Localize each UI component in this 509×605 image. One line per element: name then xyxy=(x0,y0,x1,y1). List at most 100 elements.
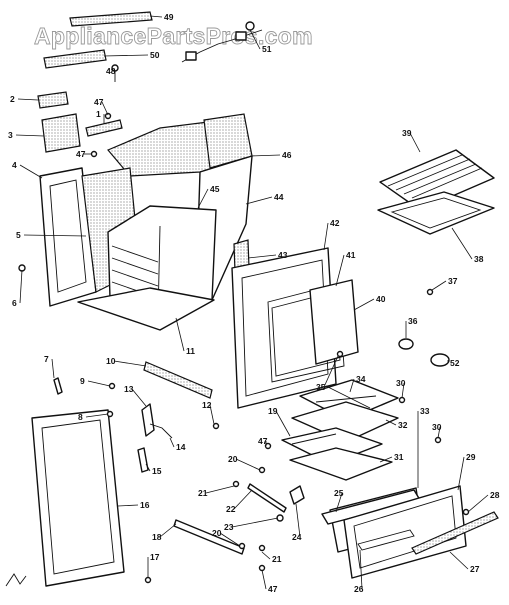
part-3-panel[interactable] xyxy=(41,113,81,153)
callout-2[interactable]: 2 xyxy=(10,94,15,104)
callout-3[interactable]: 3 xyxy=(8,130,13,140)
callout-50[interactable]: 50 xyxy=(150,50,160,60)
part-48-screw[interactable] xyxy=(111,64,119,82)
part-35-screw[interactable] xyxy=(336,350,344,358)
part-11-bottom-panel[interactable] xyxy=(77,287,215,331)
callout-32[interactable]: 32 xyxy=(398,420,408,430)
callout-28[interactable]: 28 xyxy=(490,490,500,500)
part-14-spring[interactable] xyxy=(149,423,173,439)
part-20-screw-b[interactable] xyxy=(238,542,246,550)
callout-31[interactable]: 31 xyxy=(394,452,404,462)
callout-24[interactable]: 24 xyxy=(292,532,302,542)
part-47-screw-a[interactable] xyxy=(104,112,112,120)
callout-33[interactable]: 33 xyxy=(420,406,430,416)
callout-13[interactable]: 13 xyxy=(124,384,134,394)
part-7-clip[interactable] xyxy=(53,377,63,395)
part-17-screw[interactable] xyxy=(144,576,152,584)
callout-30b[interactable]: 30 xyxy=(432,422,442,432)
callout-42[interactable]: 42 xyxy=(330,218,340,228)
part-27-trim-strip[interactable] xyxy=(411,511,499,555)
callout-46[interactable]: 46 xyxy=(282,150,292,160)
part-18-rod[interactable] xyxy=(173,519,245,555)
part-49-top-trim[interactable] xyxy=(69,11,153,27)
part-12-screw[interactable] xyxy=(212,422,220,430)
part-29-drawer-front[interactable] xyxy=(343,485,467,579)
part-8-screw[interactable] xyxy=(106,410,114,418)
callout-47c[interactable]: 47 xyxy=(258,436,268,446)
callout-26[interactable]: 26 xyxy=(354,584,364,594)
part-47-screw-d[interactable] xyxy=(258,564,266,572)
part-26-gasket[interactable] xyxy=(357,529,415,551)
callout-10[interactable]: 10 xyxy=(106,356,116,366)
callout-20b[interactable]: 20 xyxy=(212,528,222,538)
part-21-screw-b[interactable] xyxy=(258,544,266,552)
part-38-broiler-pan[interactable] xyxy=(377,191,495,235)
part-9-screw[interactable] xyxy=(108,382,116,390)
callout-47b[interactable]: 47 xyxy=(76,149,86,159)
callout-7[interactable]: 7 xyxy=(44,354,49,364)
callout-21a[interactable]: 21 xyxy=(198,488,208,498)
callout-18[interactable]: 18 xyxy=(152,532,162,542)
part-31-drawer-base[interactable] xyxy=(289,447,393,481)
part-42-door-outer[interactable] xyxy=(231,247,337,409)
callout-8[interactable]: 8 xyxy=(78,412,83,422)
part-10-kick-plate[interactable] xyxy=(143,361,213,399)
callout-44[interactable]: 44 xyxy=(274,192,284,202)
callout-14[interactable]: 14 xyxy=(176,442,186,452)
callout-45[interactable]: 45 xyxy=(210,184,220,194)
part-37-screw[interactable] xyxy=(426,288,434,296)
callout-12[interactable]: 12 xyxy=(202,400,212,410)
part-30-screw-a[interactable] xyxy=(398,396,406,404)
callout-16[interactable]: 16 xyxy=(140,500,150,510)
callout-4[interactable]: 4 xyxy=(12,160,17,170)
part-22-rod[interactable] xyxy=(247,483,287,513)
callout-34[interactable]: 34 xyxy=(356,374,366,384)
callout-21b[interactable]: 21 xyxy=(272,554,282,564)
part-16-storage-door[interactable] xyxy=(31,409,125,587)
callout-49[interactable]: 49 xyxy=(164,12,174,22)
part-36-knob[interactable] xyxy=(398,338,414,350)
callout-36[interactable]: 36 xyxy=(408,316,418,326)
part-30-screw-b[interactable] xyxy=(434,436,442,444)
part-20-screw-a[interactable] xyxy=(258,466,266,474)
callout-6[interactable]: 6 xyxy=(12,298,17,308)
part-24-bracket[interactable] xyxy=(289,485,305,505)
part-1-bar[interactable] xyxy=(85,119,123,137)
part-13-hinge[interactable] xyxy=(141,403,155,437)
callout-29[interactable]: 29 xyxy=(466,452,476,462)
callout-30a[interactable]: 30 xyxy=(396,378,406,388)
callout-43[interactable]: 43 xyxy=(278,250,288,260)
callout-40[interactable]: 40 xyxy=(376,294,386,304)
part-40-door-inner[interactable] xyxy=(309,279,359,365)
callout-38[interactable]: 38 xyxy=(474,254,484,264)
callout-15[interactable]: 15 xyxy=(152,466,162,476)
callout-9[interactable]: 9 xyxy=(80,376,85,386)
part-47-screw-c[interactable] xyxy=(264,442,272,450)
callout-39[interactable]: 39 xyxy=(402,128,412,138)
callout-41[interactable]: 41 xyxy=(346,250,356,260)
part-52-bulb[interactable] xyxy=(430,353,450,367)
callout-48[interactable]: 48 xyxy=(106,66,116,76)
part-50-bracket[interactable] xyxy=(43,49,107,69)
part-2-clip[interactable] xyxy=(37,91,69,109)
callout-37[interactable]: 37 xyxy=(448,276,458,286)
callout-19[interactable]: 19 xyxy=(268,406,278,416)
callout-11[interactable]: 11 xyxy=(186,346,195,356)
part-15-hinge-pin[interactable] xyxy=(137,447,149,473)
part-47-screw-b[interactable] xyxy=(90,150,98,158)
callout-22[interactable]: 22 xyxy=(226,504,236,514)
callout-23[interactable]: 23 xyxy=(224,522,234,532)
callout-35[interactable]: 35 xyxy=(316,382,326,392)
callout-1[interactable]: 1 xyxy=(96,109,101,119)
part-21-screw-a[interactable] xyxy=(232,480,240,488)
callout-52[interactable]: 52 xyxy=(450,358,460,368)
callout-20a[interactable]: 20 xyxy=(228,454,238,464)
callout-51[interactable]: 51 xyxy=(262,44,272,54)
callout-17[interactable]: 17 xyxy=(150,552,160,562)
callout-47d[interactable]: 47 xyxy=(268,584,278,594)
part-28-screw[interactable] xyxy=(462,508,470,516)
part-39-oven-rack[interactable] xyxy=(379,149,495,211)
callout-5[interactable]: 5 xyxy=(16,230,21,240)
callout-27[interactable]: 27 xyxy=(470,564,480,574)
callout-25[interactable]: 25 xyxy=(334,488,344,498)
